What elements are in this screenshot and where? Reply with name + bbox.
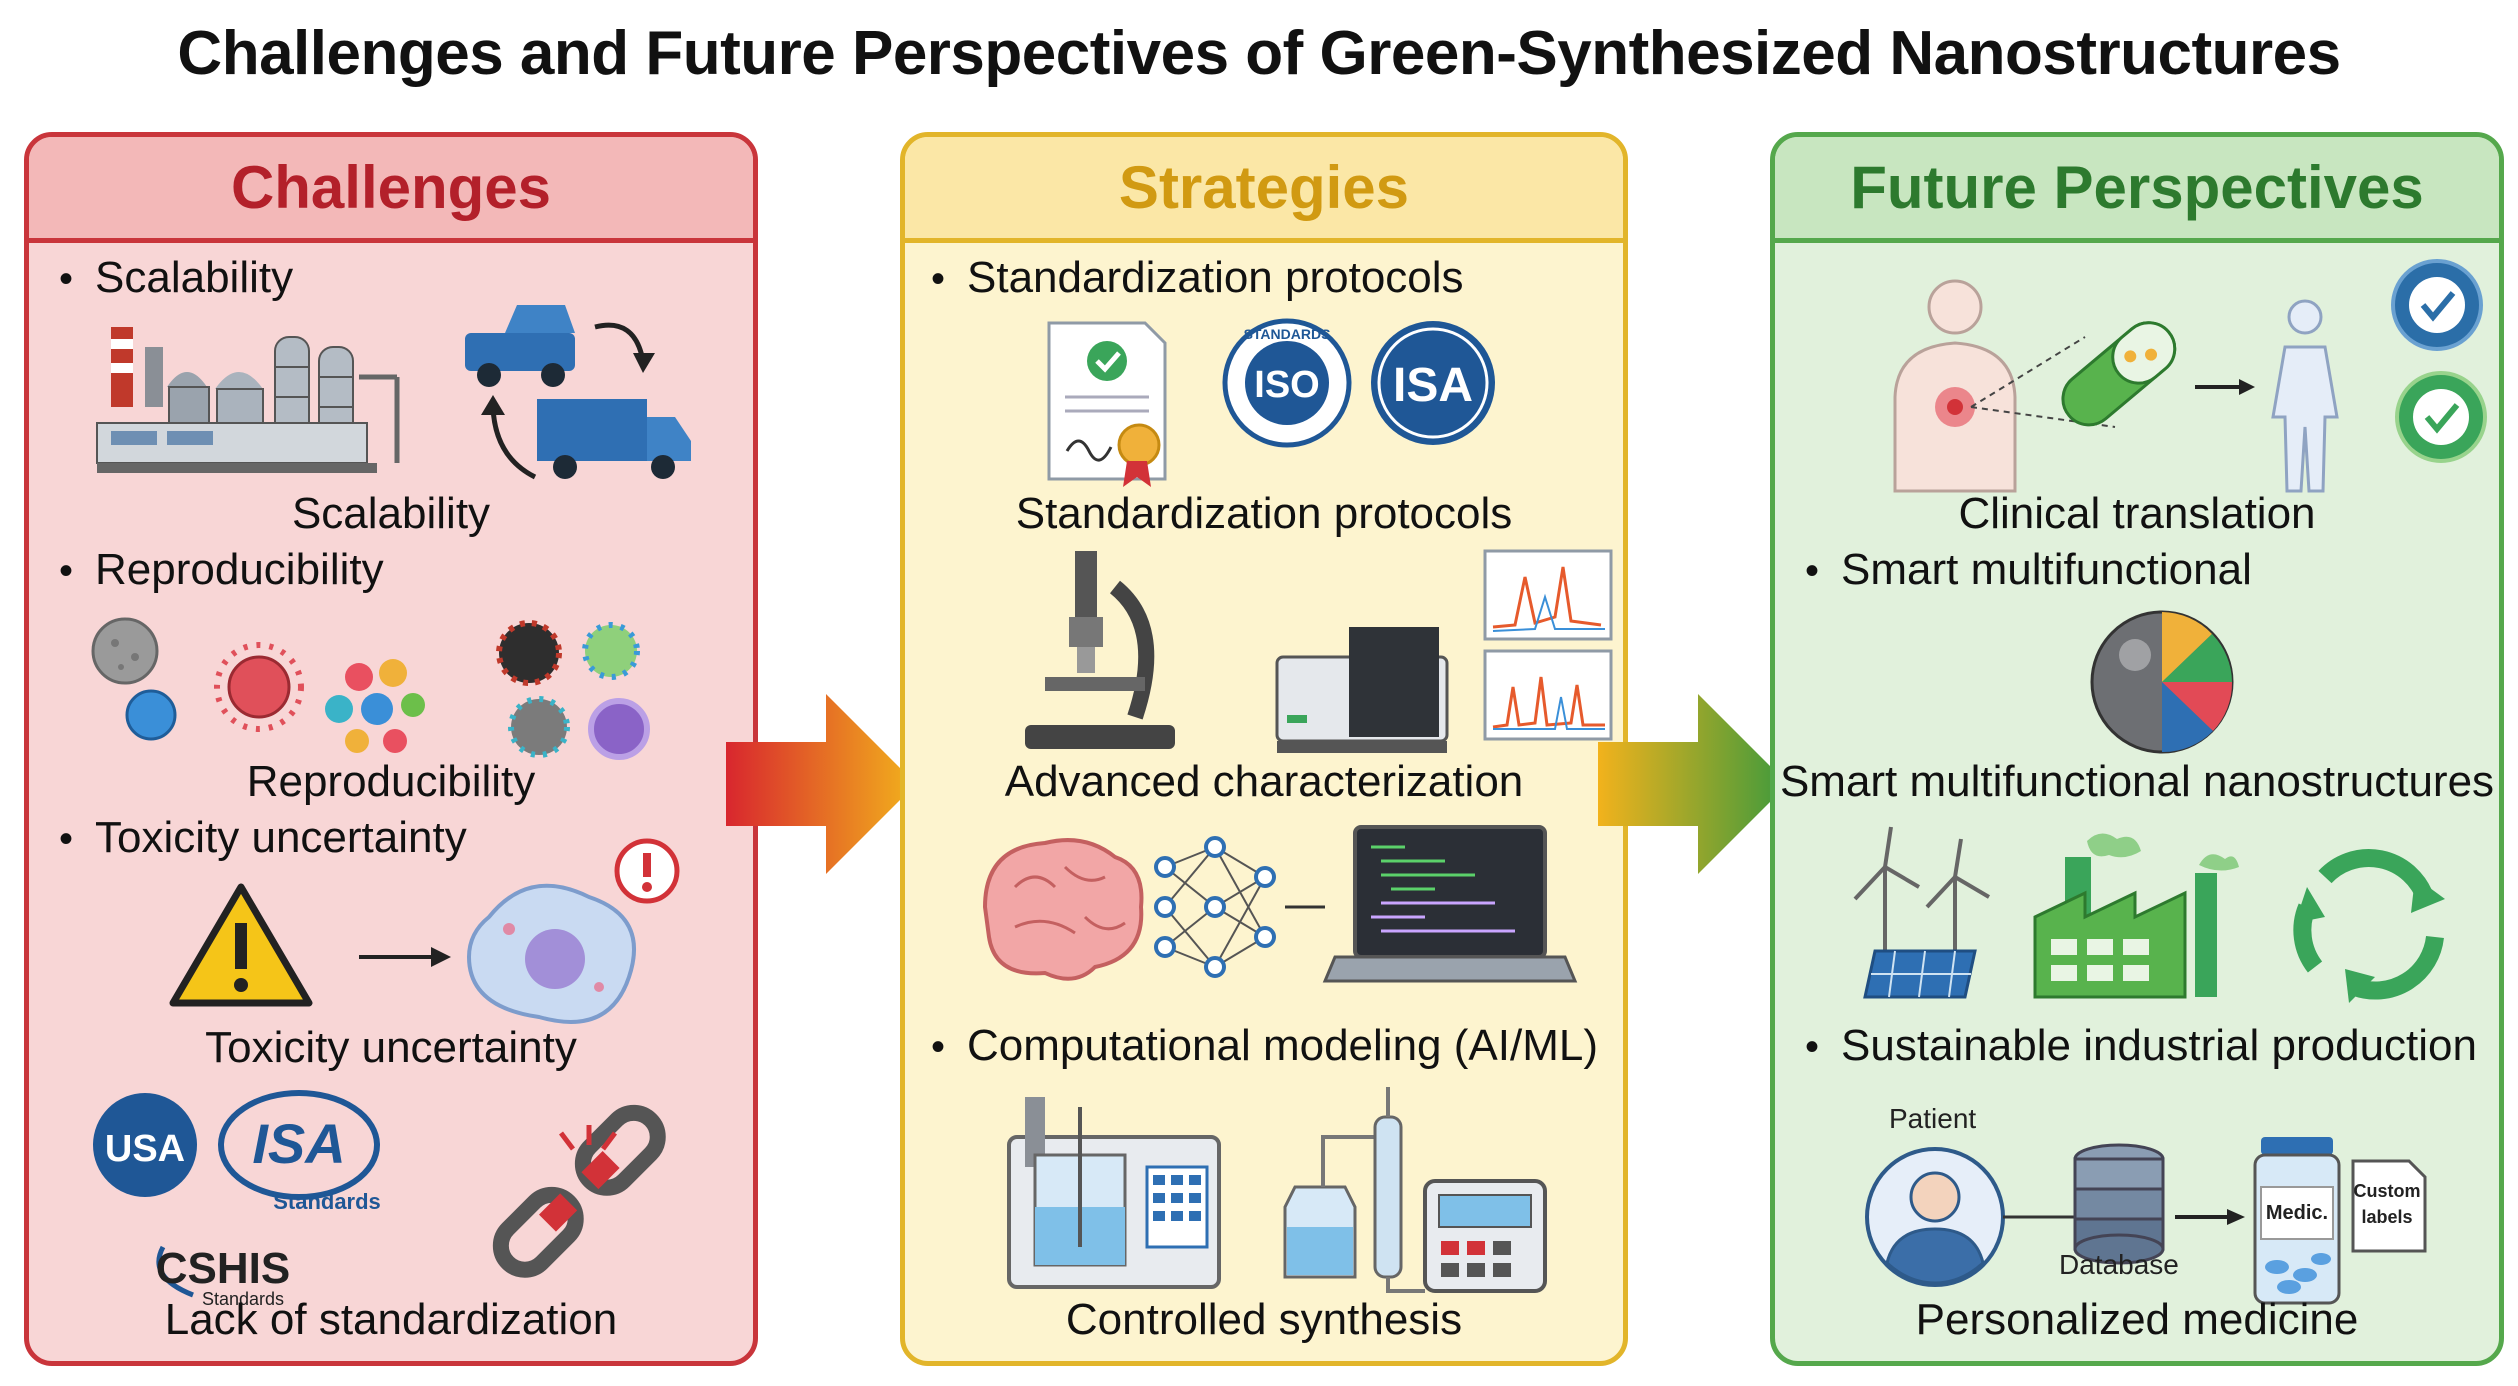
bullet-sustainable-industrial-production: Sustainable industrial production [1805, 1021, 2477, 1071]
bullet-scalability: Scalability [59, 253, 293, 303]
future-perspectives-header: Future Perspectives [1775, 137, 2499, 243]
toxicity-warning-icon [169, 838, 680, 1024]
future-perspectives-panel: Future Perspectives Clinical translation… [1770, 132, 2504, 1366]
multifunctional-nanoparticle-icon [2090, 610, 2234, 754]
custom-label-text: Custom [2354, 1181, 2421, 1201]
caption-smart-multifunctional-nanostructures: Smart multifunctional nanostructures [1779, 757, 2495, 806]
caption-advanced-characterization: Advanced characterization [1004, 757, 1524, 806]
red-to-yellow-arrow-icon [726, 694, 916, 874]
labels-label-text: labels [2361, 1207, 2412, 1227]
bullet-reproducibility: Reproducibility [59, 545, 384, 595]
strategies-header: Strategies [905, 137, 1623, 243]
caption-reproducibility: Reproducibility [246, 757, 536, 806]
broken-chain-icon [492, 1104, 666, 1278]
bullet-standardization-protocols: Standardization protocols [931, 253, 1464, 303]
clinical-translation-icon [1893, 259, 2487, 493]
caption-lack-of-standardization: Lack of standardization [164, 1295, 618, 1344]
caption-toxicity: Toxicity uncertainty [205, 1023, 577, 1072]
characterization-instruments-icon [1025, 549, 1613, 753]
iso-ring-text: STANDARDS [1244, 326, 1331, 342]
iso-logo-text: ISO [1254, 364, 1319, 406]
ai-brain-network-laptop-icon [982, 825, 1578, 983]
bullet-toxicity: Toxicity uncertainty [59, 813, 467, 863]
isa-seal-text: ISA [1393, 359, 1473, 412]
isa-logo-subtext: Standards [273, 1189, 381, 1214]
usa-logo-text: USA [105, 1128, 185, 1170]
database-label: Database [2059, 1249, 2179, 1280]
challenges-panel: Challenges Scalability Scalability Repro… [24, 132, 758, 1366]
certificate-standards-icon: ISO STANDARDS ISA [1047, 318, 1495, 487]
sustainable-production-icon [1853, 826, 2445, 1003]
caption-scalability: Scalability [291, 489, 491, 538]
bullet-smart-multifunctional: Smart multifunctional [1805, 545, 2252, 595]
caption-clinical-translation: Clinical translation [1958, 489, 2316, 538]
cshis-logo-subtext: Standards [202, 1289, 284, 1309]
synthesis-reactor-icon [1007, 1087, 1547, 1293]
factory-icon [96, 327, 400, 473]
cshis-logo-text: CSHIS [156, 1244, 290, 1293]
patient-label: Patient [1889, 1103, 1977, 1134]
bullet-computational-modeling: Computational modeling (AI/ML) [931, 1021, 1598, 1071]
nanoparticles-icon [91, 617, 650, 760]
page-title: Challenges and Future Perspectives of Gr… [177, 19, 2341, 88]
caption-standardization-protocols: Standardization protocols [1015, 489, 1513, 538]
challenges-header: Challenges [29, 137, 753, 243]
yellow-to-green-arrow-icon [1598, 694, 1788, 874]
standards-logos-icon: USA ISA Standards CSHIS Standards [93, 1090, 381, 1309]
medic-label-text: Medic. [2266, 1202, 2328, 1224]
strategies-panel: Strategies Standardization protocols ISO… [900, 132, 1628, 1366]
trucks-icon [465, 305, 691, 480]
isa-logo-text: ISA [252, 1112, 345, 1175]
caption-controlled-synthesis: Controlled synthesis [1065, 1295, 1463, 1344]
caption-personalized-medicine: Personalized medicine [1915, 1295, 2359, 1344]
personalized-medicine-icon: Medic. Custom labels [1865, 1137, 2427, 1305]
